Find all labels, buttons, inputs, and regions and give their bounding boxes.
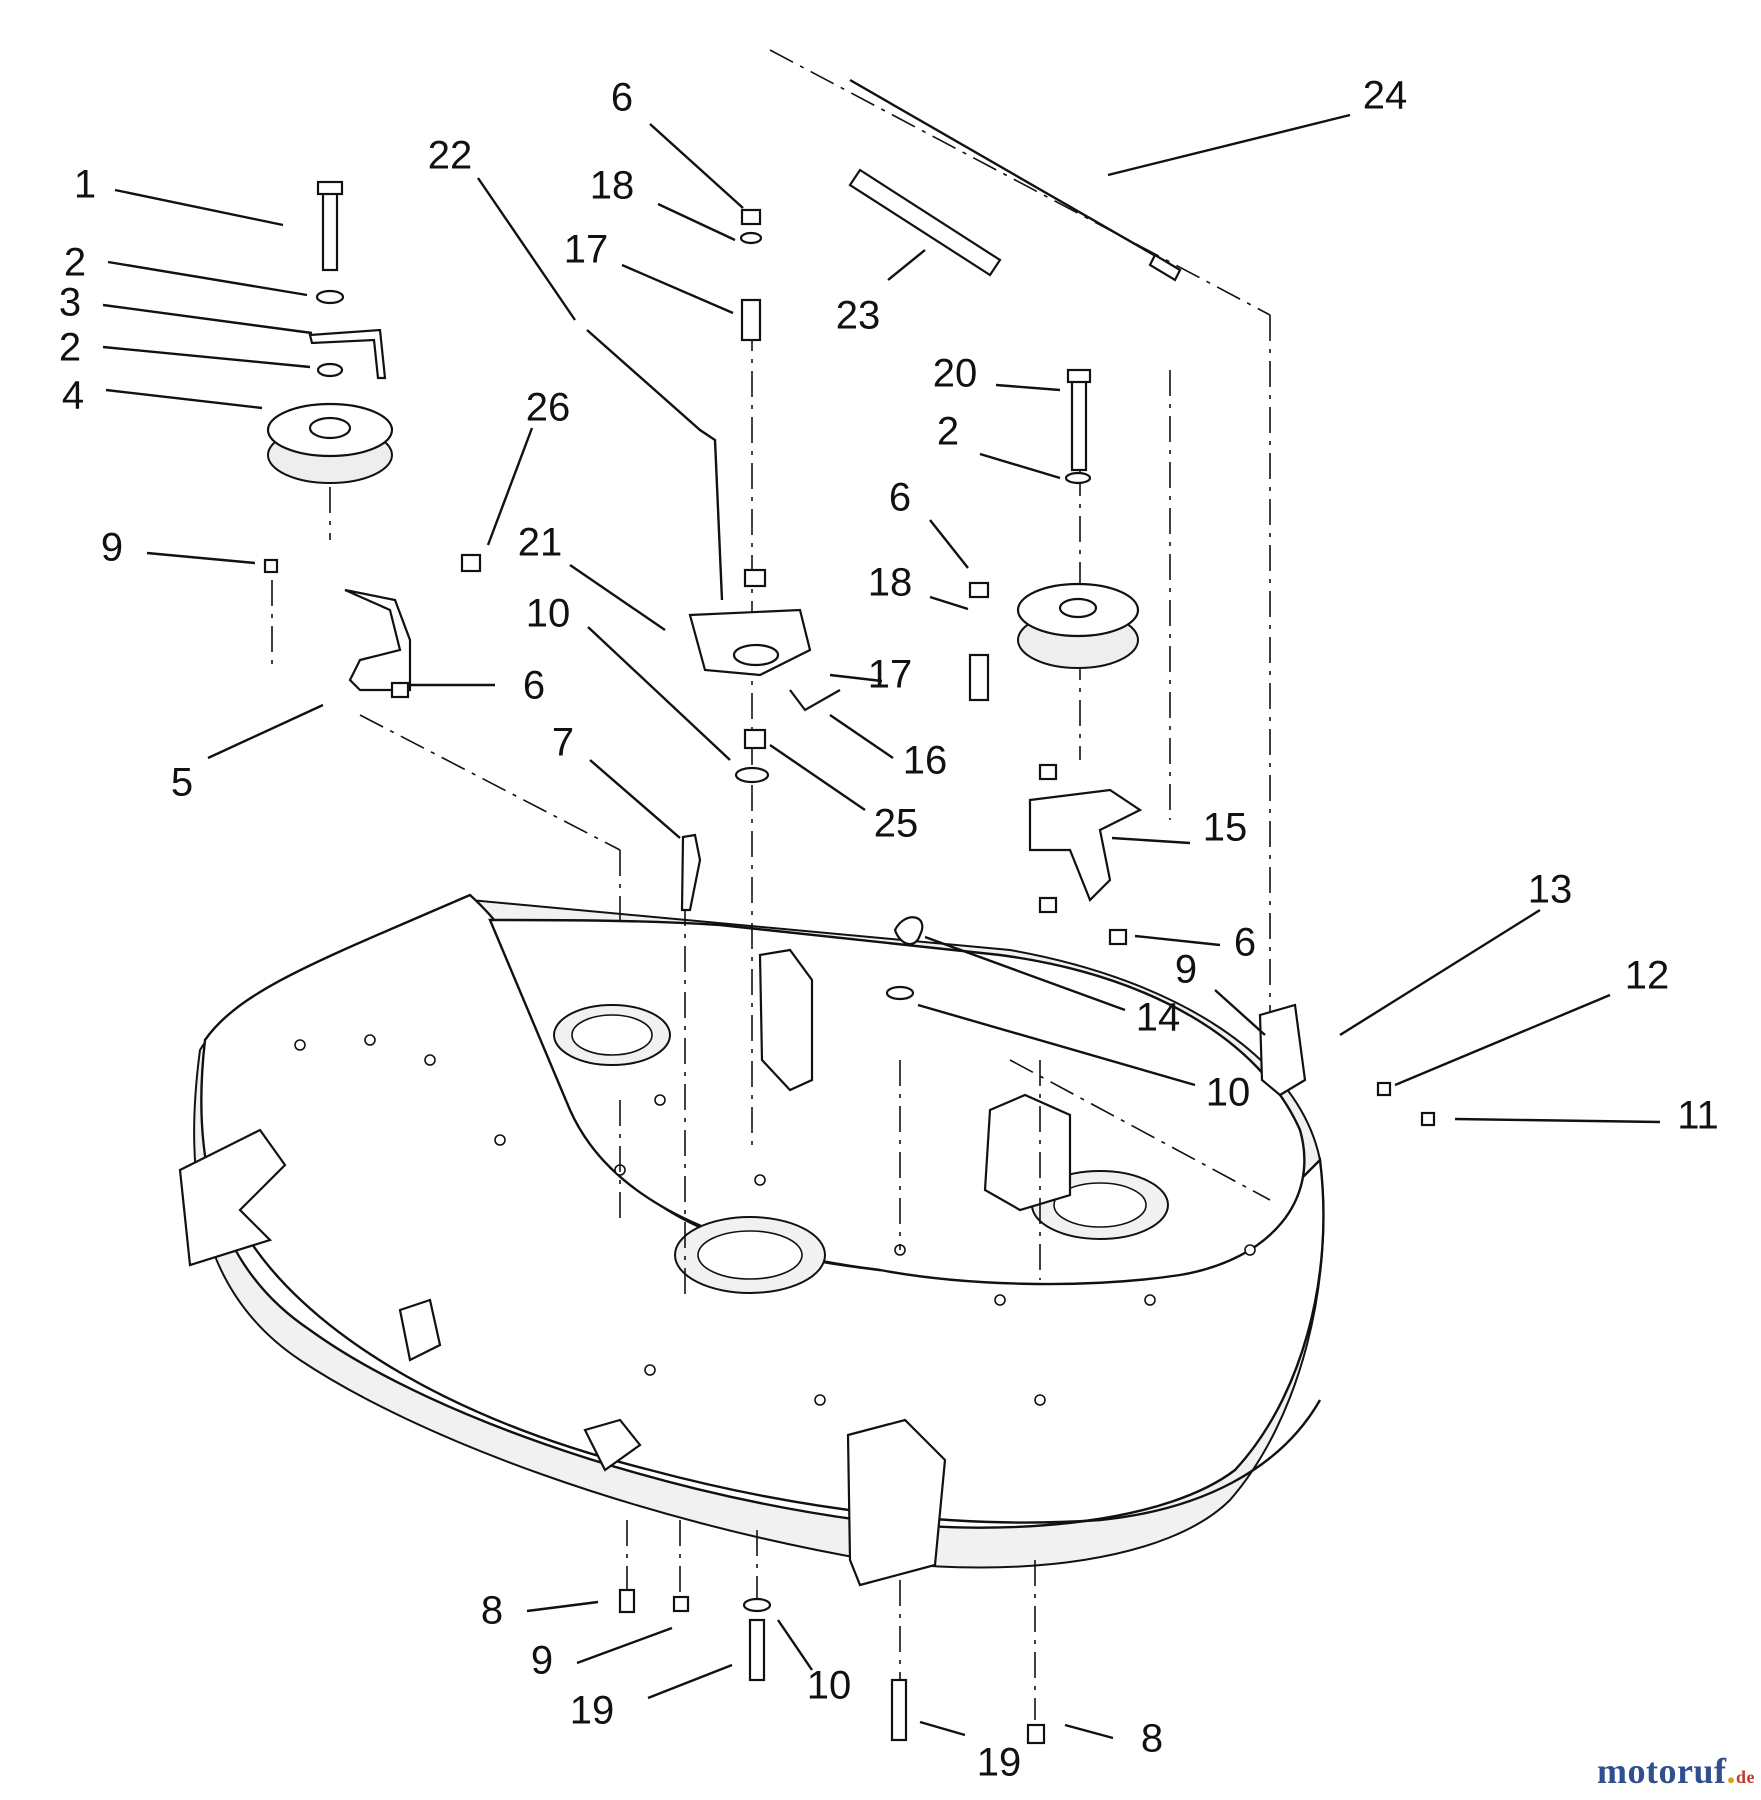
- part-callout-8: 8: [1141, 1717, 1163, 1761]
- part-callout-6: 6: [611, 76, 633, 120]
- watermark-logo: motoruf.de: [1597, 1750, 1755, 1792]
- part-callout-2: 2: [64, 241, 86, 285]
- part-callout-15: 15: [1203, 806, 1248, 850]
- part-callout-10: 10: [1206, 1071, 1251, 1115]
- part-callout-7: 7: [552, 721, 574, 765]
- part-callout-20: 20: [933, 352, 978, 396]
- part-callout-18: 18: [590, 164, 635, 208]
- part-callout-1: 1: [74, 163, 96, 207]
- part-callout-6: 6: [523, 664, 545, 708]
- right-idler-assembly: [968, 368, 1143, 946]
- part-callout-19: 19: [977, 1741, 1022, 1785]
- part-callout-6: 6: [1234, 921, 1256, 965]
- part-callout-17: 17: [868, 653, 913, 697]
- part-callout-5: 5: [171, 761, 193, 805]
- callout-numbers: 1232495618172226211067171625242320261815…: [59, 74, 1719, 1785]
- part-callout-4: 4: [62, 374, 84, 418]
- part-callout-23: 23: [836, 294, 881, 338]
- assembly-centerlines: [271, 49, 1291, 1720]
- part-callout-6: 6: [889, 476, 911, 520]
- center-idler-arm: [586, 208, 841, 912]
- watermark-tld: de: [1736, 1767, 1755, 1787]
- part-callout-10: 10: [526, 592, 571, 636]
- part-callout-25: 25: [874, 802, 919, 846]
- watermark-dot: .: [1726, 1751, 1736, 1791]
- bottom-fasteners: [618, 1588, 1046, 1745]
- part-callout-11: 11: [1677, 1094, 1719, 1138]
- part-callout-2: 2: [59, 326, 81, 370]
- part-callout-12: 12: [1625, 954, 1670, 998]
- part-callout-13: 13: [1528, 868, 1573, 912]
- left-idler-assembly: [263, 180, 482, 699]
- part-callout-24: 24: [1363, 74, 1408, 118]
- watermark-brand: motoruf: [1597, 1751, 1727, 1791]
- part-callout-19: 19: [570, 1689, 615, 1733]
- part-callout-17: 17: [564, 228, 609, 272]
- mower-deck: [178, 893, 1325, 1587]
- part-callout-18: 18: [868, 561, 913, 605]
- part-callout-9: 9: [101, 526, 123, 570]
- leader-lines: [102, 113, 1661, 1740]
- part-callout-16: 16: [903, 739, 948, 783]
- part-callout-9: 9: [1175, 948, 1197, 992]
- springs-and-rods: [848, 78, 1436, 1127]
- part-callout-21: 21: [518, 521, 563, 565]
- part-callout-2: 2: [937, 410, 959, 454]
- part-callout-9: 9: [531, 1639, 553, 1683]
- part-callout-14: 14: [1136, 996, 1181, 1040]
- part-callout-22: 22: [428, 134, 473, 178]
- part-callout-26: 26: [526, 386, 571, 430]
- deck-holes: [294, 1034, 1256, 1406]
- part-callout-3: 3: [59, 281, 81, 325]
- part-callout-10: 10: [807, 1664, 852, 1708]
- part-callout-8: 8: [481, 1589, 503, 1633]
